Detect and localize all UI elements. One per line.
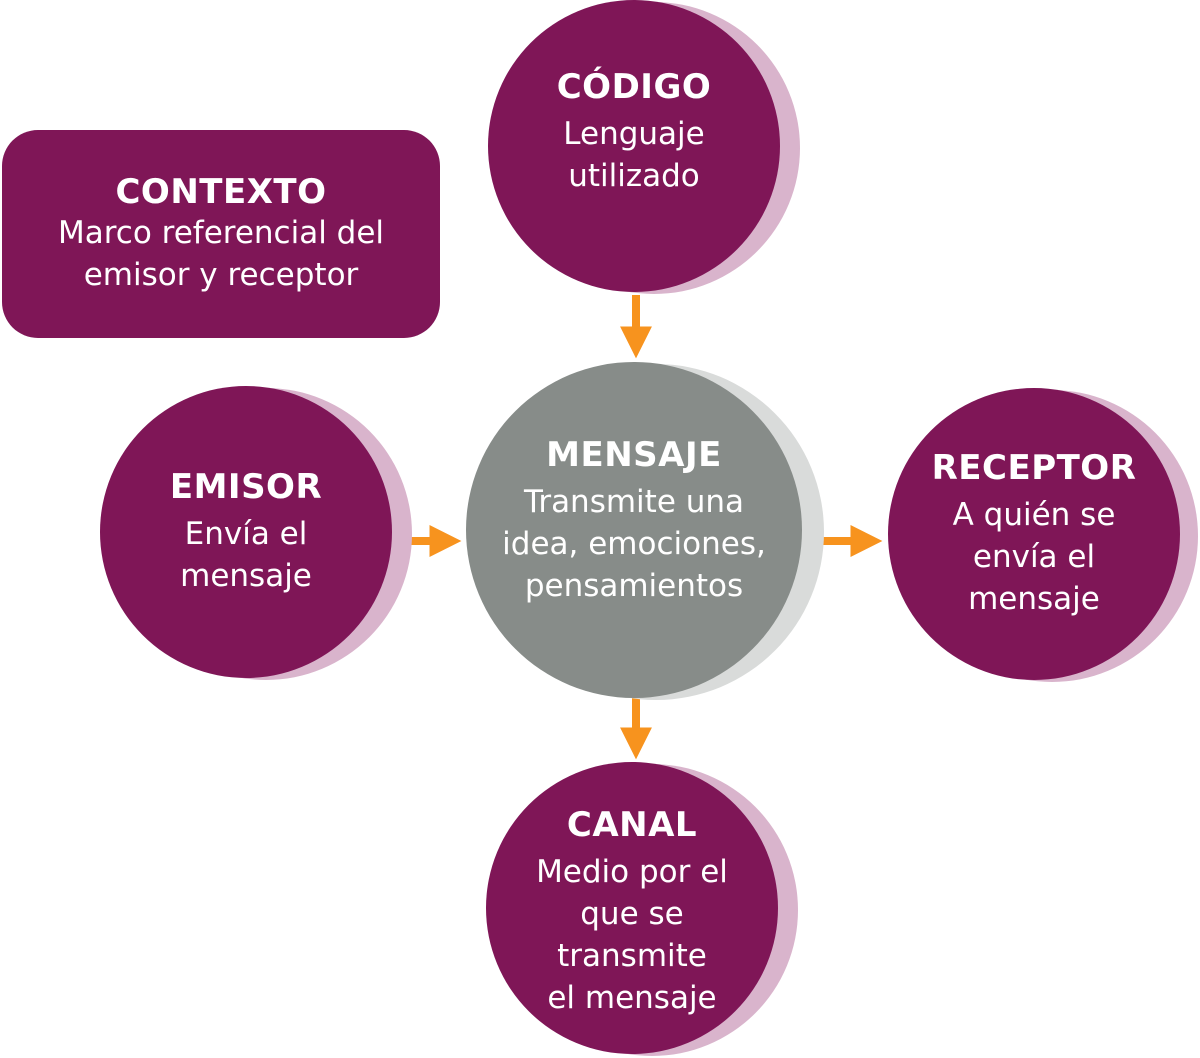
codigo-title: CÓDIGO [556, 67, 712, 107]
receptor-desc: A quién se envía el mensaje [952, 497, 1116, 617]
emisor-desc: Envía el mensaje [180, 516, 312, 594]
contexto-box: CONTEXTO Marco referencial del emisor y … [2, 130, 440, 338]
mensaje-title: MENSAJE [546, 435, 722, 475]
contexto-desc: Marco referencial del emisor y receptor [57, 215, 385, 293]
codigo-desc: Lenguaje utilizado [563, 116, 705, 194]
emisor-title: EMISOR [169, 467, 323, 507]
receptor-circle: RECEPTOR A quién se envía el mensaje [888, 388, 1180, 680]
canal-circle: CANAL Medio por el que se transmite el m… [486, 762, 778, 1054]
canal-desc: Medio por el que se transmite el mensaje [536, 854, 728, 1016]
contexto-title: CONTEXTO [115, 172, 327, 212]
canal-title: CANAL [566, 805, 698, 845]
mensaje-circle: MENSAJE Transmite una idea, emociones, p… [466, 362, 802, 698]
emisor-circle: EMISOR Envía el mensaje [100, 386, 392, 678]
receptor-title: RECEPTOR [931, 448, 1137, 488]
codigo-circle: CÓDIGO Lenguaje utilizado [488, 0, 780, 292]
mensaje-desc: Transmite una idea, emociones, pensamien… [502, 484, 766, 604]
